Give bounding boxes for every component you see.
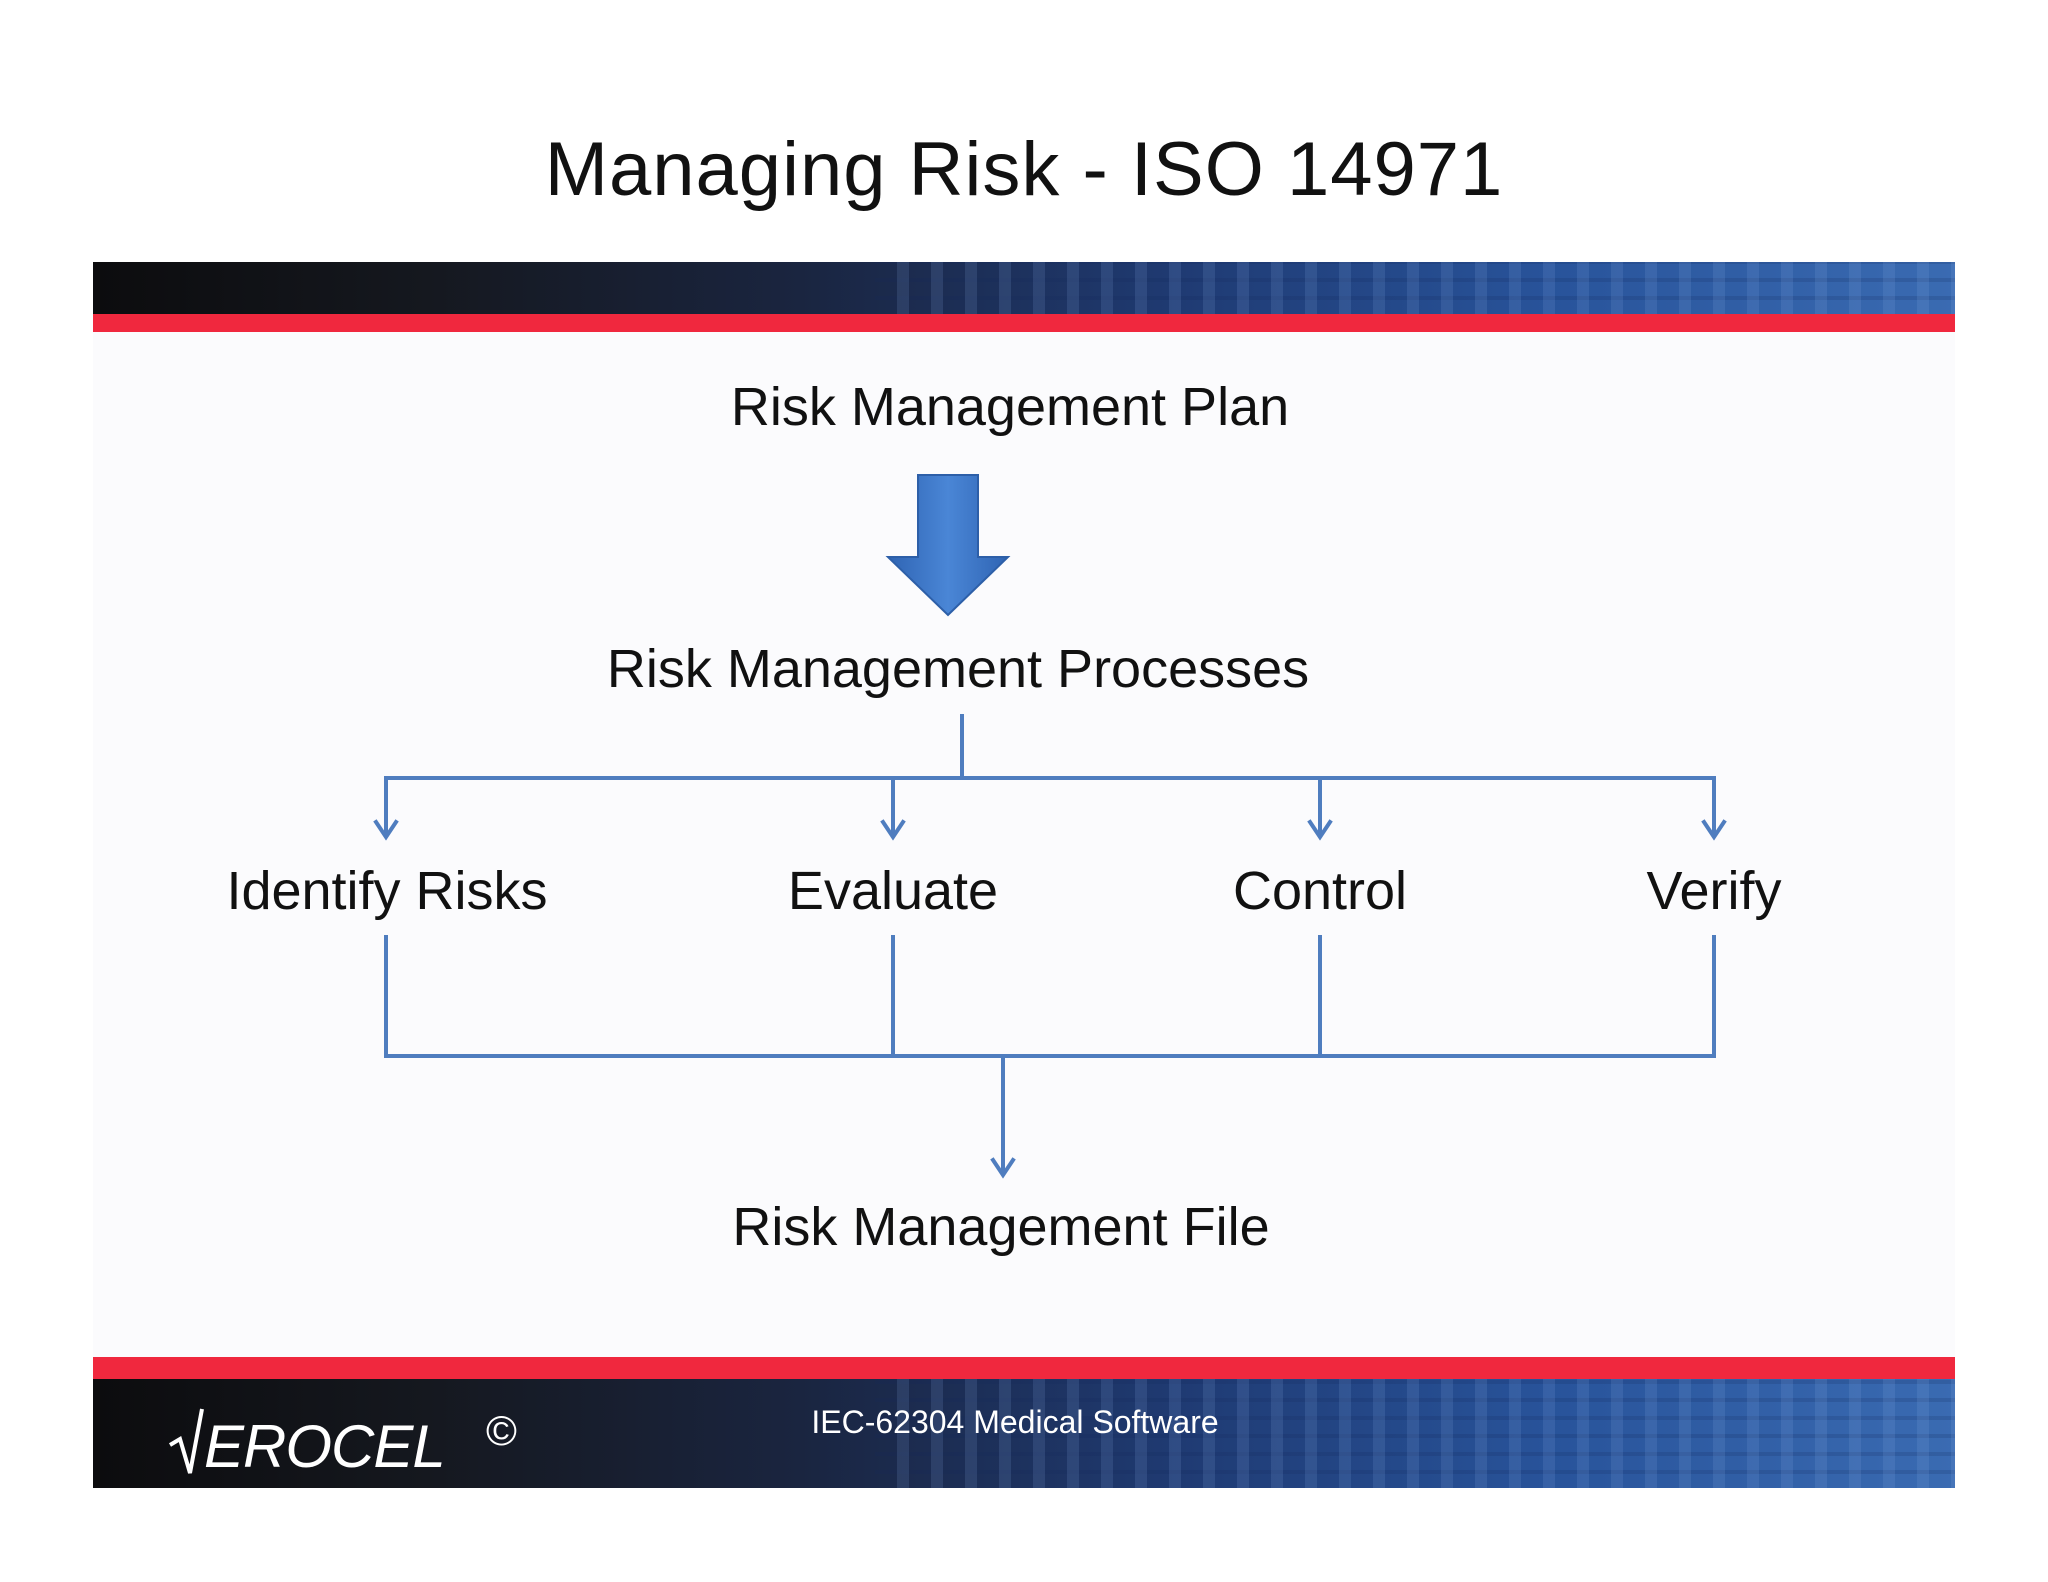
node-plan: Risk Management Plan: [730, 377, 1290, 437]
footer-band: [93, 1357, 1955, 1488]
arrowhead-identify: [373, 819, 399, 841]
arrowhead-file: [990, 1157, 1016, 1179]
arrowhead-verify: [1701, 819, 1727, 841]
footer-caption: IEC-62304 Medical Software: [811, 1404, 1219, 1440]
verocel-logo: EROCEL: [168, 1405, 446, 1480]
logo-text: EROCEL: [204, 1413, 446, 1480]
node-file: Risk Management File: [732, 1197, 1270, 1257]
header-red-stripe: [93, 314, 1955, 332]
content-area: [93, 332, 1955, 1357]
arrowhead-evaluate: [880, 819, 906, 841]
slide-title: Managing Risk - ISO 14971: [544, 127, 1504, 212]
root-symbol-icon: [168, 1408, 204, 1474]
footer-red-stripe: [93, 1357, 1955, 1379]
node-verify: Verify: [1646, 861, 1782, 921]
copyright-symbol: ©: [486, 1407, 517, 1454]
node-processes: Risk Management Processes: [606, 639, 1310, 699]
node-evaluate: Evaluate: [787, 861, 999, 921]
node-identify-risks: Identify Risks: [226, 861, 548, 921]
arrowhead-control: [1307, 819, 1333, 841]
header-band: [93, 262, 1955, 332]
plan-to-processes-arrow: [885, 474, 1011, 617]
node-control: Control: [1232, 861, 1408, 921]
